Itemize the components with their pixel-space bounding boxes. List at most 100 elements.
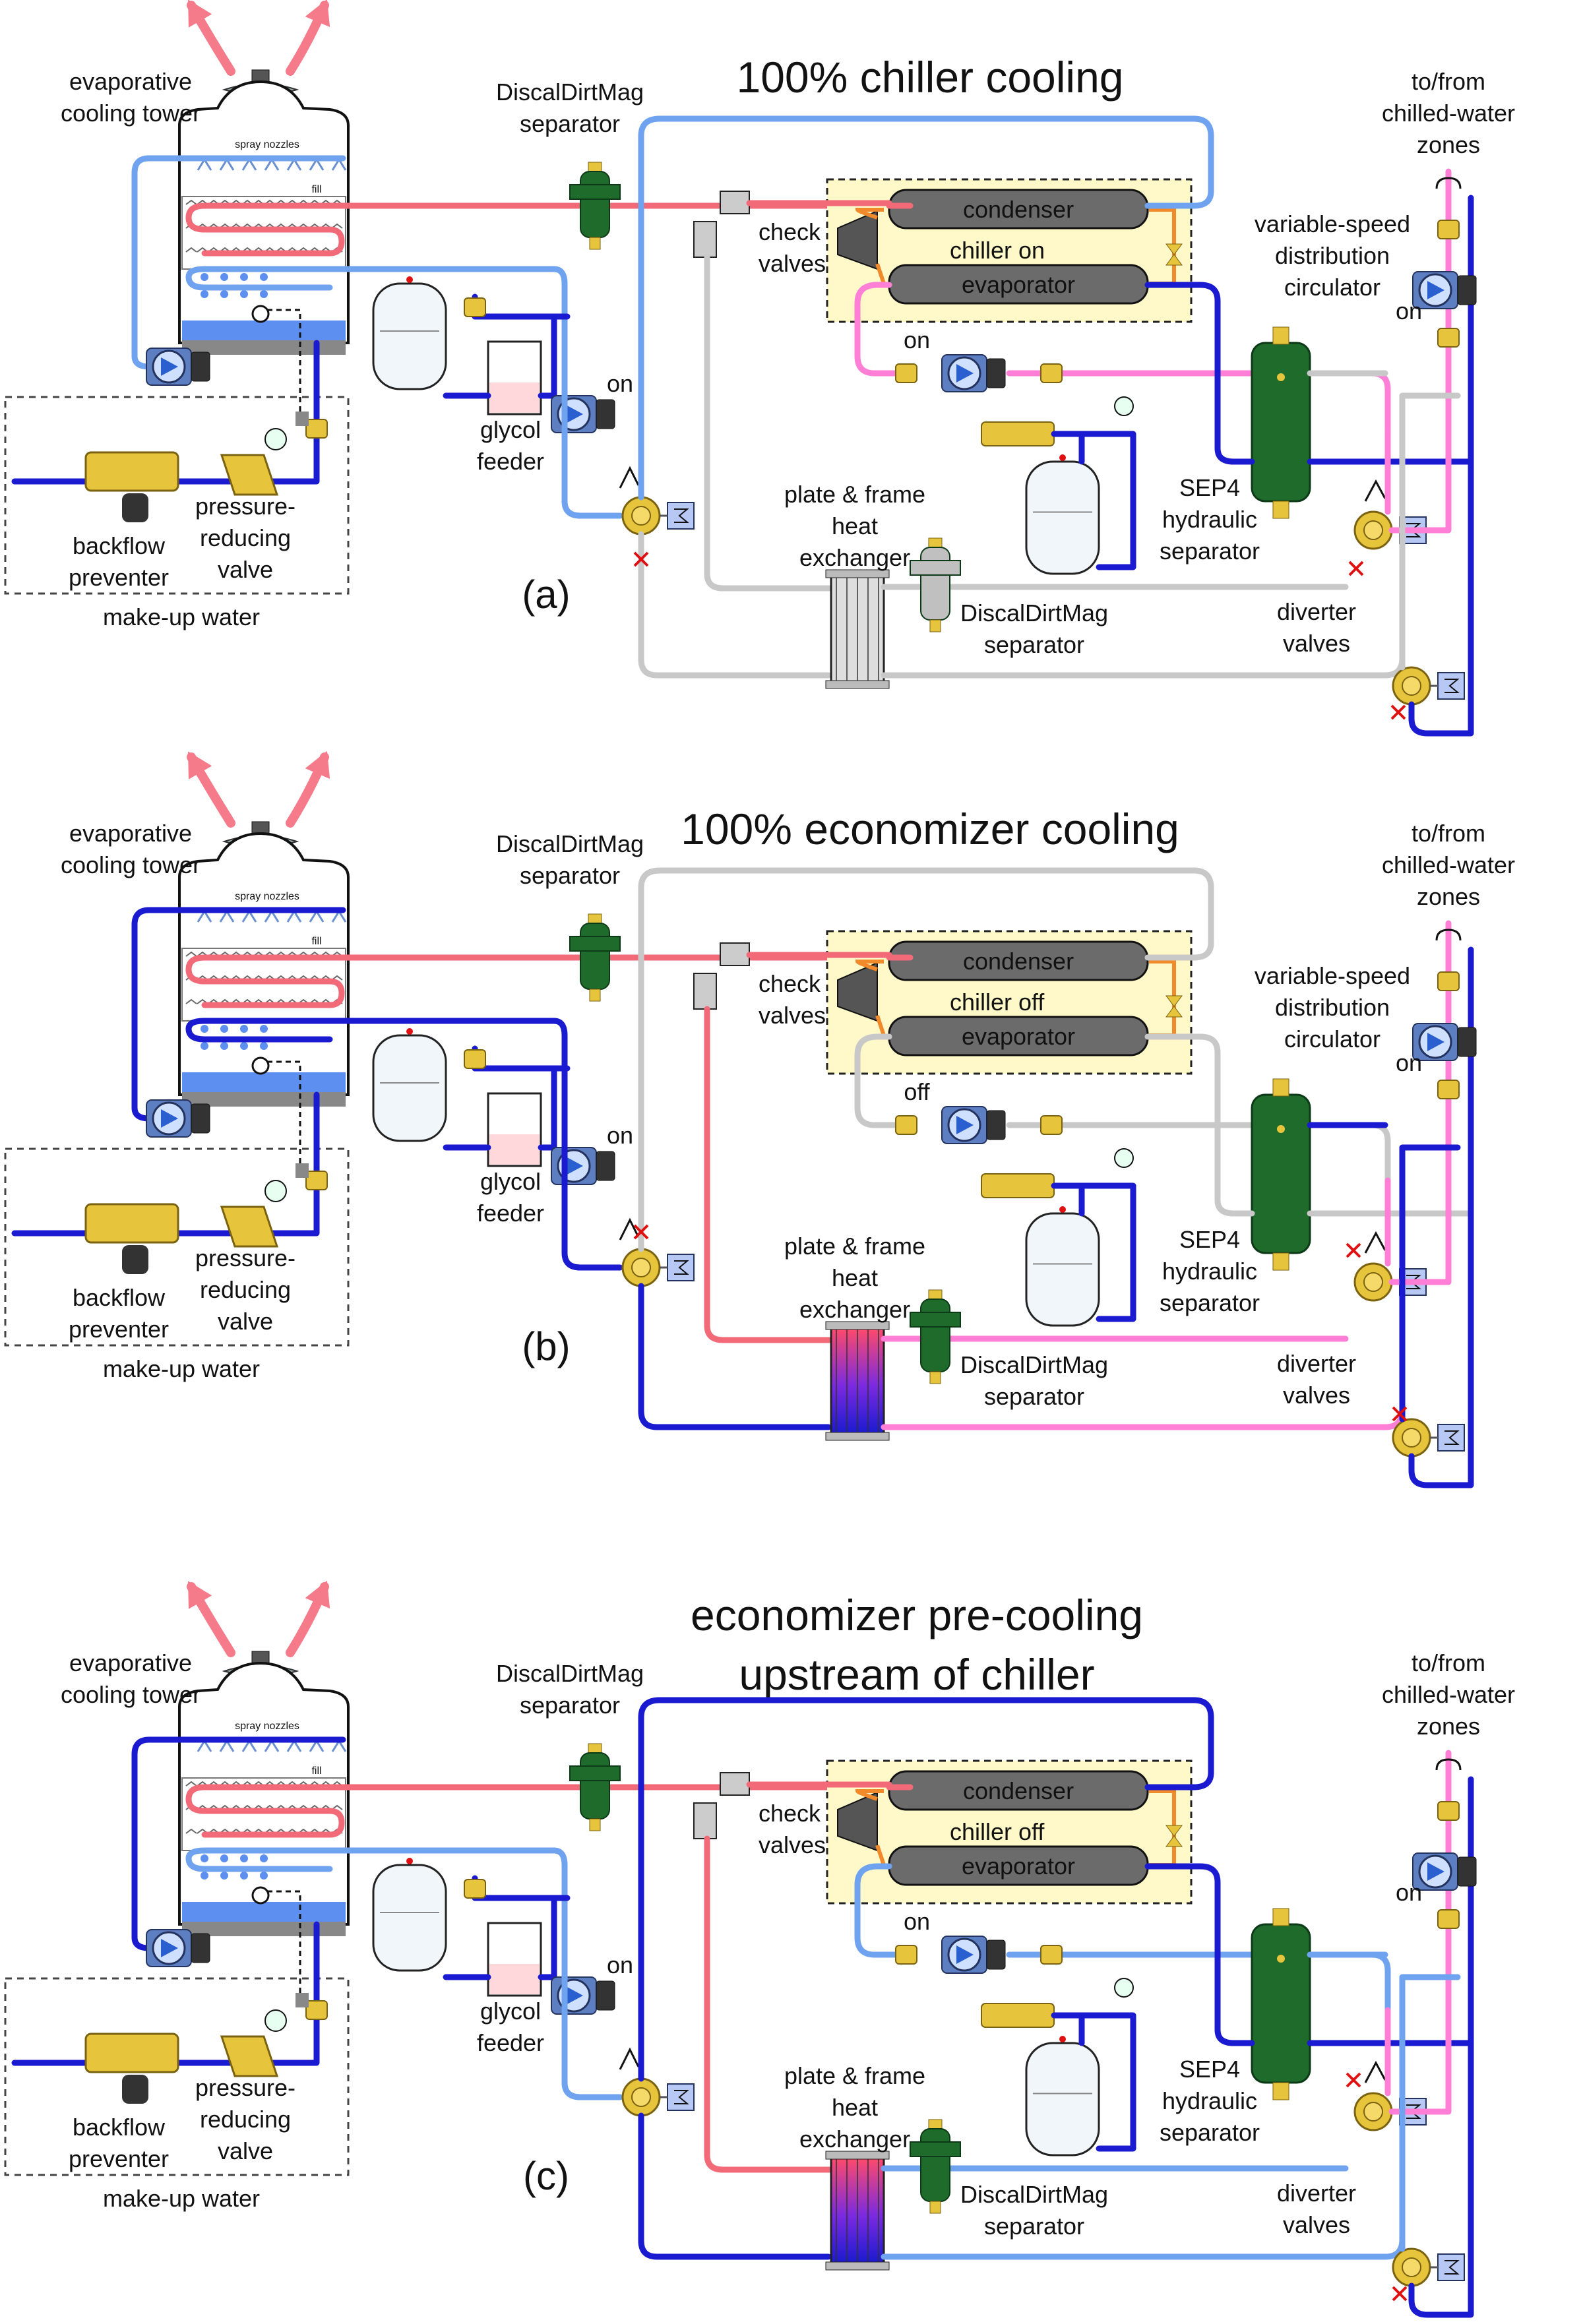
water-drop-icon — [240, 1854, 248, 1862]
hx-dirtmag-icon — [910, 1289, 961, 1384]
backflow-label: preventer — [69, 2145, 169, 2172]
hx-dirtmag-label: DiscalDirtMag — [960, 2181, 1108, 2208]
water-drop-icon — [260, 1872, 268, 1880]
backflow-preventer-icon — [84, 1203, 179, 1244]
economizer-bypass-pipe — [704, 1835, 834, 2173]
makeup-water-box — [4, 1977, 350, 2176]
chiller-isolation-valve-icon — [895, 1945, 917, 1965]
condenser-return-pipe — [185, 954, 914, 1008]
basin-floor — [182, 340, 346, 355]
backflow-relief-port — [122, 493, 148, 522]
hx-dirtmag-icon — [910, 537, 961, 632]
condenser-supply-loop — [638, 867, 1214, 1252]
check-valve-icon — [720, 191, 750, 214]
spray-nozzles-label: spray nozzles — [235, 139, 299, 150]
condenser-dirtmag-icon — [569, 913, 621, 1002]
backflow-label: preventer — [69, 1316, 169, 1343]
chiller-isolation-valve-icon — [895, 1115, 917, 1135]
glycol-feeder-label: glycol — [480, 416, 541, 443]
chiller-pump-state: off — [904, 1078, 930, 1105]
solenoid-icon — [295, 1993, 309, 2007]
sep4-label: separator — [1160, 1289, 1260, 1316]
circulator-label: variable-speed — [1255, 210, 1410, 237]
pressure-reducing-valve-label: reducing — [200, 2106, 291, 2133]
circulator-label: distribution — [1275, 242, 1390, 269]
zones-label: chilled-water — [1382, 100, 1515, 127]
expansion-line — [1051, 431, 1136, 570]
makeup-water-box — [4, 396, 350, 595]
glycol-valve-icon — [464, 1879, 486, 1899]
flow-arrow-icon — [1364, 479, 1386, 502]
condenser-supply-loop — [638, 1697, 1214, 2082]
sep4-label: hydraulic — [1162, 2087, 1257, 2114]
solenoid-icon — [295, 1163, 309, 1178]
plate-heat-exchanger-label: plate & frame — [784, 2062, 925, 2089]
circulator-label: distribution — [1275, 994, 1390, 1021]
tower-spray-pump-icon — [146, 1929, 210, 1967]
check-valve-icon — [693, 973, 717, 1010]
plate-heat-exchanger-icon — [825, 2151, 890, 2271]
expansion-valve-icon — [1165, 1825, 1183, 1847]
diverter-valves-label: valves — [1283, 2211, 1350, 2238]
cooling-tower-label: evaporative — [69, 820, 192, 847]
plate-heat-exchanger-label: plate & frame — [784, 481, 925, 508]
flow-arrow-icon — [619, 1217, 640, 1240]
zone-isolation-valve-icon — [1437, 328, 1460, 348]
expansion-valve-icon — [1165, 995, 1183, 1018]
zones-label: chilled-water — [1382, 851, 1515, 878]
tower-coil-loop — [185, 266, 333, 291]
pressure-gauge-icon — [1114, 396, 1134, 416]
water-drop-icon — [220, 1042, 228, 1050]
condenser-pump-discharge — [561, 1947, 623, 2100]
plate-heat-exchanger-icon — [825, 569, 890, 689]
makeup-water-label: make-up water — [103, 1355, 260, 1382]
zones-label: to/from — [1412, 1649, 1485, 1676]
spray-nozzles-label: spray nozzles — [235, 1721, 299, 1732]
glycol-feeder-label: glycol — [480, 1998, 541, 2025]
chilled-diverter-valve-icon-lower — [1392, 2248, 1465, 2287]
basin-water — [182, 1072, 346, 1092]
sep4-label: SEP4 — [1179, 474, 1240, 501]
sep4-inlet-pipe — [1214, 445, 1255, 465]
evaporator-loop-pipe — [854, 1863, 914, 1958]
chiller-pump-icon — [941, 1936, 1006, 1974]
chiller-pump-state: on — [904, 326, 930, 353]
basin-floor — [182, 1922, 346, 1936]
plate-heat-exchanger-label: heat — [832, 512, 878, 539]
glycol-valve-icon — [464, 1049, 486, 1069]
closed-port-icon — [1390, 704, 1406, 720]
water-drop-icon — [201, 1042, 208, 1050]
hx-tower-side-pipe — [638, 1283, 832, 1430]
glycol-level — [489, 382, 540, 413]
check-valves-label: valves — [759, 1002, 826, 1029]
evaporator-supply-pipe — [1144, 1033, 1221, 1204]
tower-spray-supply-pipe — [131, 907, 346, 1122]
condenser-dirtmag-label: separator — [520, 1692, 620, 1719]
chiller-state: off — [1018, 989, 1045, 1016]
tower-coil-loop — [185, 1847, 333, 1872]
glycol-feeder-label: feeder — [477, 448, 544, 475]
zone-supply-pipe — [1388, 1058, 1452, 1285]
plate-heat-exchanger-label: heat — [832, 2094, 878, 2121]
water-drop-icon — [240, 290, 248, 298]
backflow-label: backflow — [73, 532, 166, 559]
tower-coil-outlet-pipe — [201, 1018, 568, 1124]
condenser-return-pipe — [185, 1784, 914, 1838]
zone-bracket — [1435, 929, 1462, 941]
condenser-diverter-valve-icon — [621, 496, 695, 535]
fill-label: fill — [311, 1765, 321, 1777]
zone-return-bypass — [1399, 1974, 1461, 2252]
zone-return-riser — [1408, 946, 1474, 1488]
zones-label: chilled-water — [1382, 1681, 1515, 1708]
zone-return-riser — [1408, 1776, 1474, 2318]
condenser-dirtmag-label: DiscalDirtMag — [496, 78, 644, 106]
distribution-circulator-icon — [1412, 1852, 1477, 1891]
chilled-expansion-tank-icon — [1025, 1206, 1100, 1327]
water-drop-icon — [220, 1872, 228, 1880]
backflow-label: backflow — [73, 2114, 166, 2141]
check-valves-label: check — [759, 970, 821, 997]
